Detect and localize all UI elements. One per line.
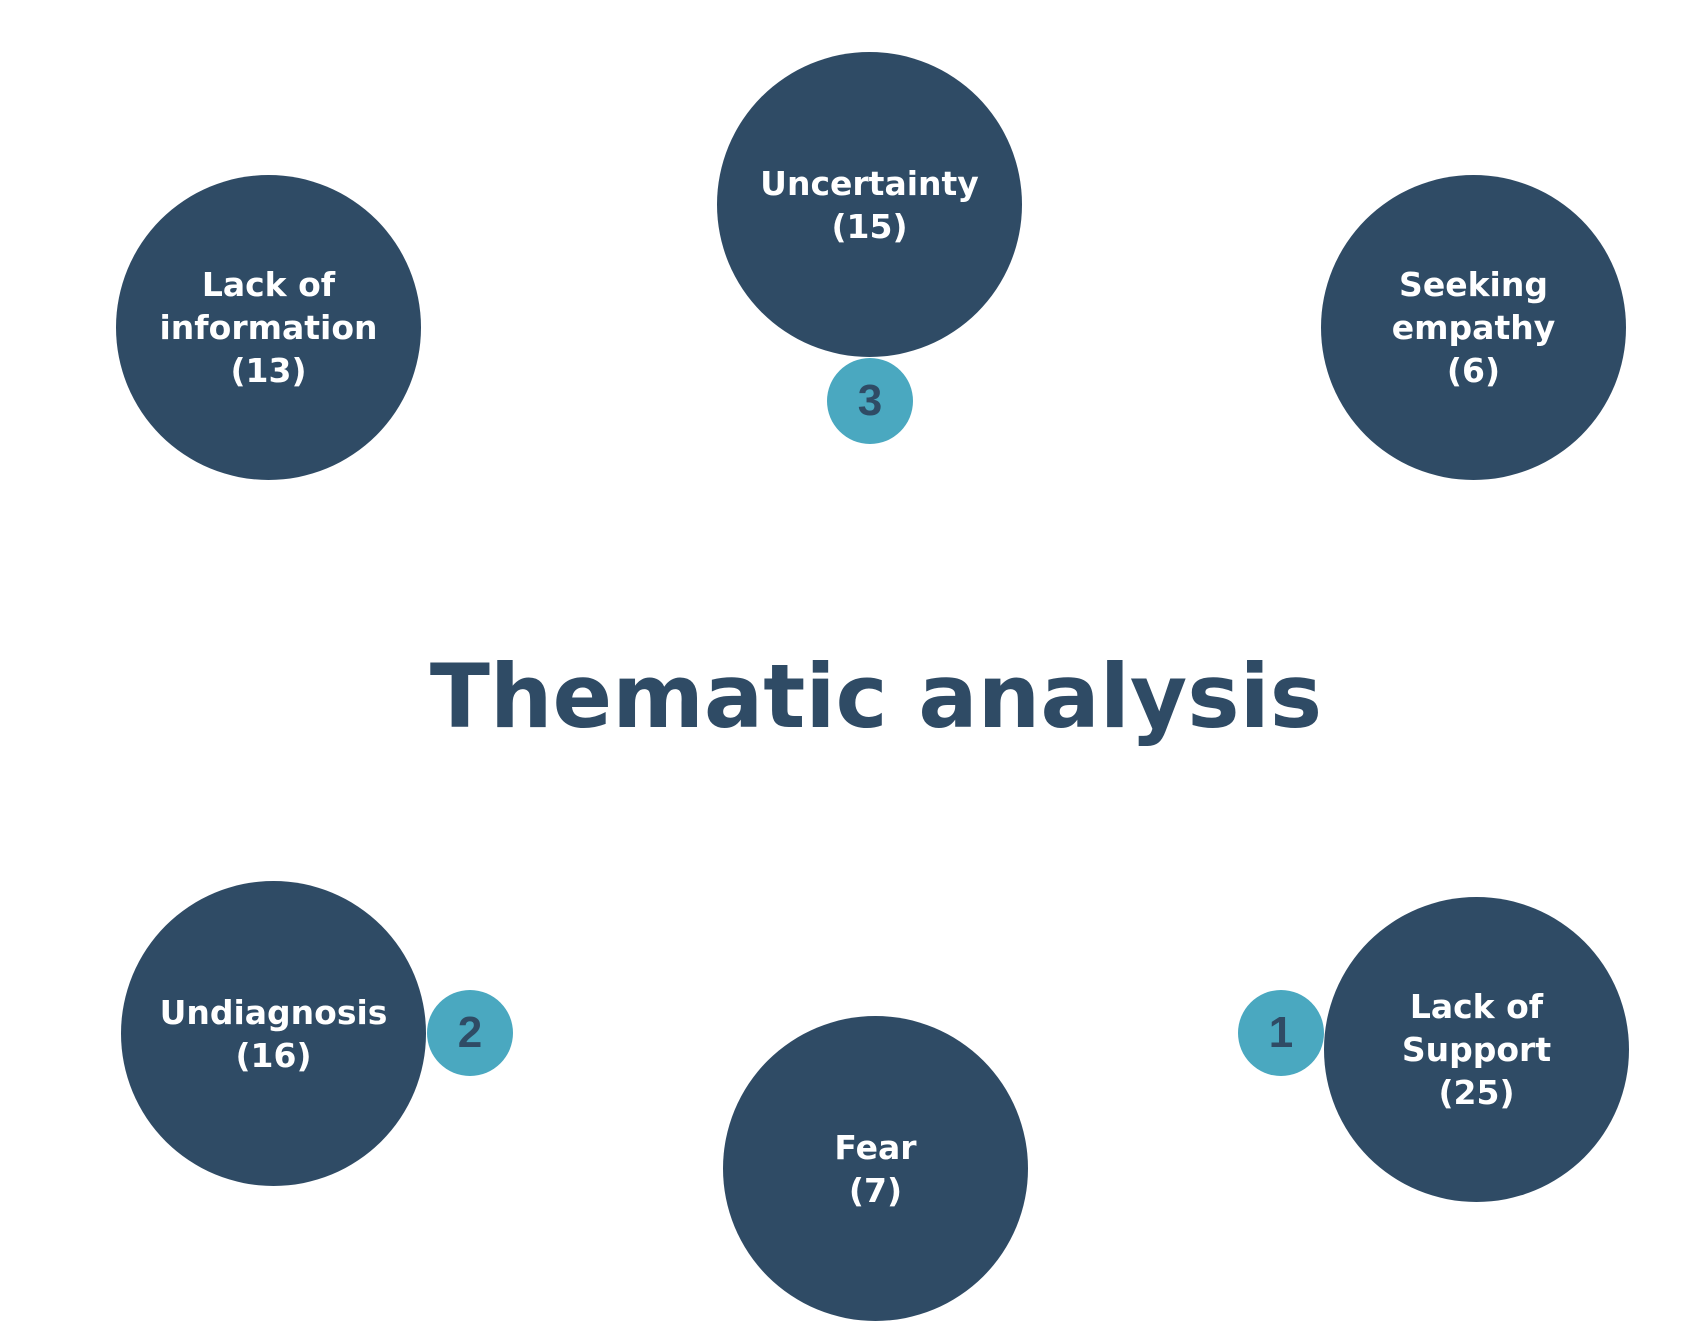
theme-lack-of-support: Lack of Support (25) bbox=[1324, 897, 1629, 1202]
theme-label: Lack of Support bbox=[1401, 987, 1552, 1069]
theme-lack-of-information: Lack of information (13) bbox=[116, 175, 421, 480]
theme-label: Undiagnosis bbox=[159, 992, 388, 1032]
theme-fear: Fear (7) bbox=[723, 1016, 1028, 1321]
theme-label: Lack of information bbox=[159, 265, 378, 347]
rank-badge-3: 3 bbox=[827, 358, 913, 444]
theme-label: Fear bbox=[834, 1127, 917, 1167]
theme-undiagnosis: Undiagnosis (16) bbox=[121, 881, 426, 1186]
theme-uncertainty: Uncertainty (15) bbox=[717, 52, 1022, 357]
theme-count: (25) bbox=[1438, 1073, 1515, 1112]
theme-label: Seeking empathy bbox=[1391, 265, 1556, 347]
theme-label: Uncertainty bbox=[760, 163, 979, 203]
rank-badge-2: 2 bbox=[427, 990, 513, 1076]
theme-count: (6) bbox=[1446, 351, 1501, 390]
diagram-title: Thematic analysis bbox=[429, 645, 1323, 748]
rank-badge-1: 1 bbox=[1238, 990, 1324, 1076]
theme-count: (16) bbox=[235, 1035, 312, 1075]
theme-count: (7) bbox=[848, 1170, 903, 1210]
theme-seeking-empathy: Seeking empathy (6) bbox=[1321, 175, 1626, 480]
theme-count: (13) bbox=[230, 351, 307, 390]
theme-count: (15) bbox=[831, 206, 908, 246]
